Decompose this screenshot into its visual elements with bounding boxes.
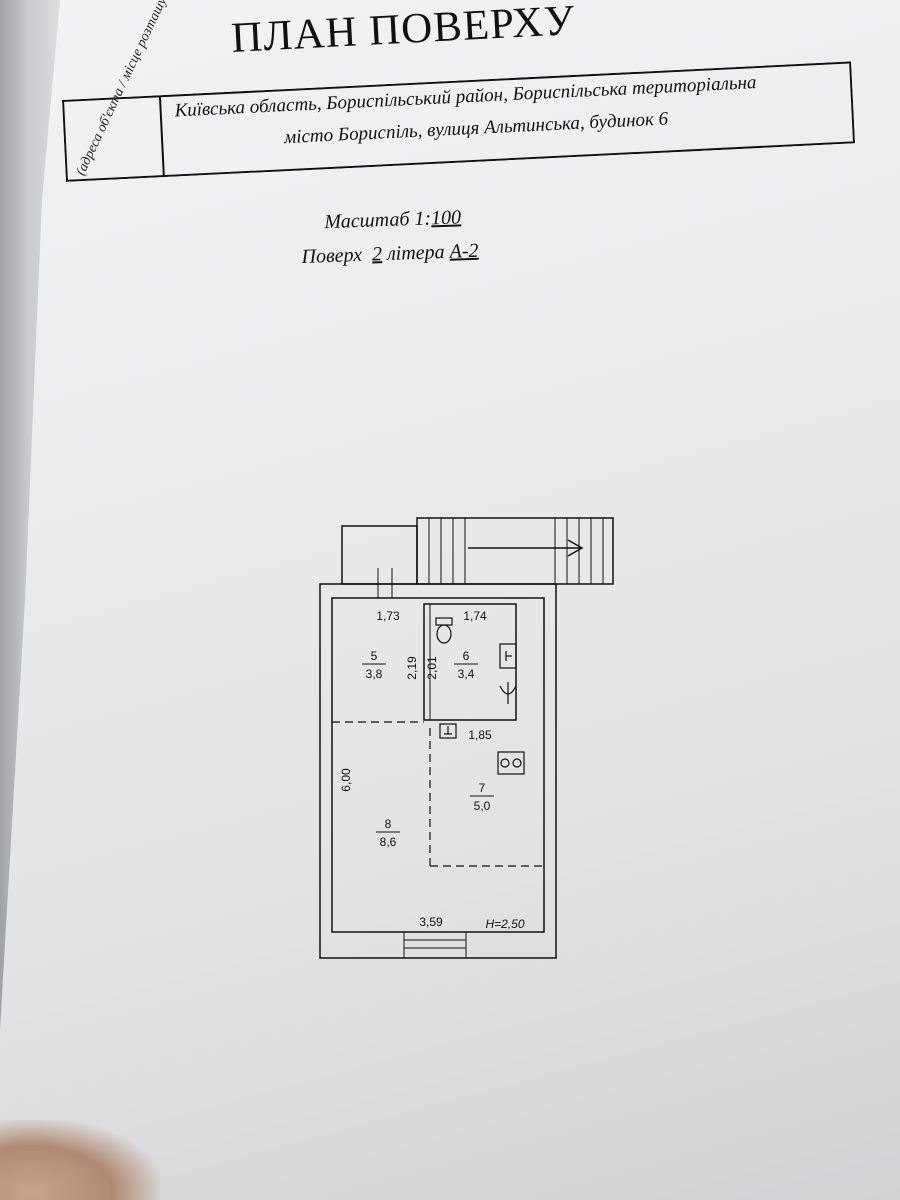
room-7: 7 5,0 [470,781,494,813]
finger-shadow [0,1120,160,1200]
address-box: (адреса об'єкта / місце розташування) Ки… [62,0,856,182]
scale-value: 100 [430,206,462,230]
room-number: 6 [463,649,470,663]
shower-icon [499,682,517,704]
room-8: 8 8,6 [376,817,400,849]
room-area: 3,4 [458,667,475,681]
page-title: ПЛАН ПОВЕРХУ [230,0,577,62]
dim-left-height: 6,00 [339,768,353,792]
scale-block: Масштаб 1:100 Поверх 2 літера А-2 [300,206,479,280]
room-area: 5,0 [474,799,491,813]
dim-room5-height: 2,19 [405,656,419,680]
room-number: 7 [479,781,486,795]
room-6: 6 3,4 [454,649,478,681]
dim-room7-width: 1,85 [468,728,492,742]
dimension-labels: 1,73 1,74 2,19 2,01 1,85 6,00 3,59 H=2,5… [339,609,525,931]
letter-value: А-2 [449,239,479,263]
letter-label: літера [386,240,445,265]
toilet-icon [435,617,453,644]
interior-walls [332,603,544,867]
room-area: 3,8 [366,667,383,681]
room-number: 5 [371,649,378,663]
staircase [416,517,614,585]
scale-label: Масштаб 1: [323,207,432,234]
dim-top-right-width: 1,74 [463,609,487,623]
ceiling-height: H=2,50 [485,917,524,931]
dim-room6-height: 2,01 [425,656,439,680]
stove-icon [497,751,525,775]
floor-plan: 1,73 1,74 2,19 2,01 1,85 6,00 3,59 H=2,5… [319,517,614,959]
dim-bottom-width: 3,59 [419,915,443,929]
washbasin-icon [439,723,457,739]
room-number: 8 [385,817,392,831]
window [403,931,467,959]
room-area: 8,6 [380,835,397,849]
floor-value: 2 [371,243,383,266]
stair-arrow-icon [468,539,584,557]
room-5: 5 3,8 [362,649,386,681]
floor-label: Поверх [301,243,363,268]
stair-landing [341,525,418,585]
sink-icon [499,643,517,669]
dim-top-left-width: 1,73 [376,609,400,623]
